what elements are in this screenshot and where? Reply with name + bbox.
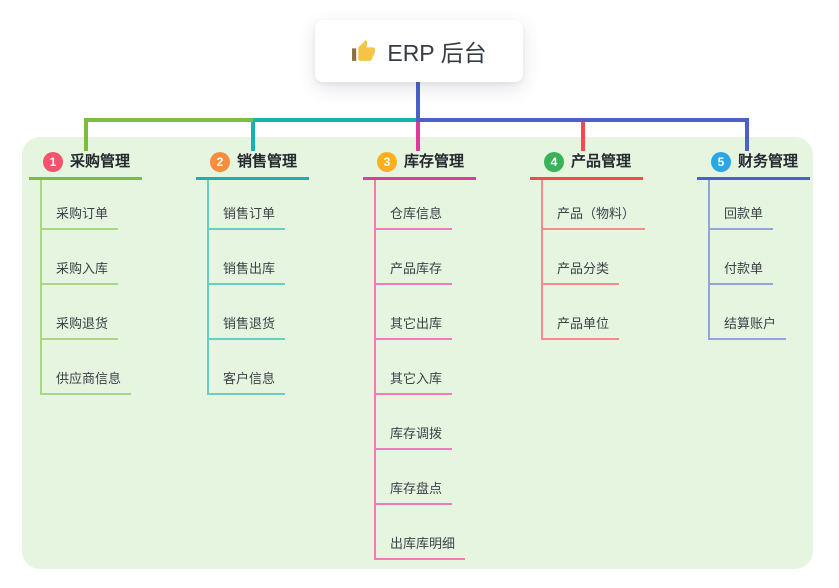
- branch-sales: 2 销售管理销售订单销售出库销售退货客户信息: [196, 150, 361, 395]
- branch-children-line-inventory: [374, 180, 376, 560]
- leaf-node-inventory-5[interactable]: 库存调拨: [374, 425, 453, 450]
- connector-bus-segment-2: [253, 118, 418, 122]
- branch-title-label: 采购管理: [70, 153, 131, 170]
- connector-bus-segment-1: [84, 118, 253, 122]
- root-connector-line: [416, 80, 420, 122]
- leaf-node-inventory-7[interactable]: 出库库明细: [374, 535, 466, 560]
- leaf-node-inventory-1[interactable]: 仓库信息: [374, 205, 453, 230]
- leaf-node-purchase-3[interactable]: 采购退货: [40, 315, 119, 340]
- leaf-node-finance-1[interactable]: 回款单: [708, 205, 774, 230]
- branch-title-label: 产品管理: [571, 153, 632, 170]
- branch-title-label: 财务管理: [738, 153, 799, 170]
- branch-inventory: 3 库存管理仓库信息产品库存其它出库其它入库库存调拨库存盘点出库库明细: [363, 150, 528, 560]
- branch-number-badge: 4: [544, 152, 564, 172]
- branch-finance: 5 财务管理回款单付款单结算账户: [697, 150, 839, 340]
- leaf-node-sales-4[interactable]: 客户信息: [207, 370, 286, 395]
- root-node-label: ERP 后台: [387, 40, 487, 66]
- leaf-node-inventory-2[interactable]: 产品库存: [374, 260, 453, 285]
- leaf-node-product-2[interactable]: 产品分类: [541, 260, 620, 285]
- leaf-node-purchase-1[interactable]: 采购订单: [40, 205, 119, 230]
- connector-drop-purchase: [84, 120, 88, 151]
- branch-number-badge: 3: [377, 152, 397, 172]
- branch-number-badge: 1: [43, 152, 63, 172]
- leaf-node-inventory-6[interactable]: 库存盘点: [374, 480, 453, 505]
- leaf-node-inventory-3[interactable]: 其它出库: [374, 315, 453, 340]
- branch-node-product[interactable]: 4 产品管理: [530, 150, 644, 180]
- leaf-node-product-3[interactable]: 产品单位: [541, 315, 620, 340]
- branch-node-sales[interactable]: 2 销售管理: [196, 150, 310, 180]
- branch-product: 4 产品管理产品（物料） 产品分类产品单位: [530, 150, 695, 340]
- branch-children-line-purchase: [40, 180, 42, 395]
- connector-drop-product: [581, 120, 585, 151]
- leaf-node-finance-2[interactable]: 付款单: [708, 260, 774, 285]
- leaf-node-sales-1[interactable]: 销售订单: [207, 205, 286, 230]
- root-node[interactable]: ERP 后台: [315, 20, 523, 82]
- thumbs-up-icon: [352, 39, 376, 61]
- branch-children-line-sales: [207, 180, 209, 395]
- branches-panel: [22, 137, 813, 569]
- branch-node-purchase[interactable]: 1 采购管理: [29, 150, 143, 180]
- connector-bus-segment-3: [416, 118, 749, 122]
- branch-children-line-finance: [708, 180, 710, 340]
- leaf-node-finance-3[interactable]: 结算账户: [708, 315, 787, 340]
- leaf-node-purchase-2[interactable]: 采购入库: [40, 260, 119, 285]
- leaf-node-product-1[interactable]: 产品（物料）: [541, 205, 646, 230]
- branch-node-inventory[interactable]: 3 库存管理: [363, 150, 477, 180]
- branch-children-line-product: [541, 180, 543, 340]
- connector-drop-inventory: [416, 120, 420, 151]
- branch-number-badge: 5: [711, 152, 731, 172]
- leaf-node-sales-2[interactable]: 销售出库: [207, 260, 286, 285]
- connector-drop-sales: [251, 120, 255, 151]
- leaf-node-sales-3[interactable]: 销售退货: [207, 315, 286, 340]
- branch-title-label: 销售管理: [237, 153, 298, 170]
- branch-title-label: 库存管理: [404, 153, 465, 170]
- leaf-node-inventory-4[interactable]: 其它入库: [374, 370, 453, 395]
- branch-node-finance[interactable]: 5 财务管理: [697, 150, 811, 180]
- branch-number-badge: 2: [210, 152, 230, 172]
- branch-purchase: 1 采购管理采购订单采购入库采购退货供应商信息: [29, 150, 194, 395]
- connector-drop-finance: [745, 120, 749, 151]
- leaf-node-purchase-4[interactable]: 供应商信息: [40, 370, 132, 395]
